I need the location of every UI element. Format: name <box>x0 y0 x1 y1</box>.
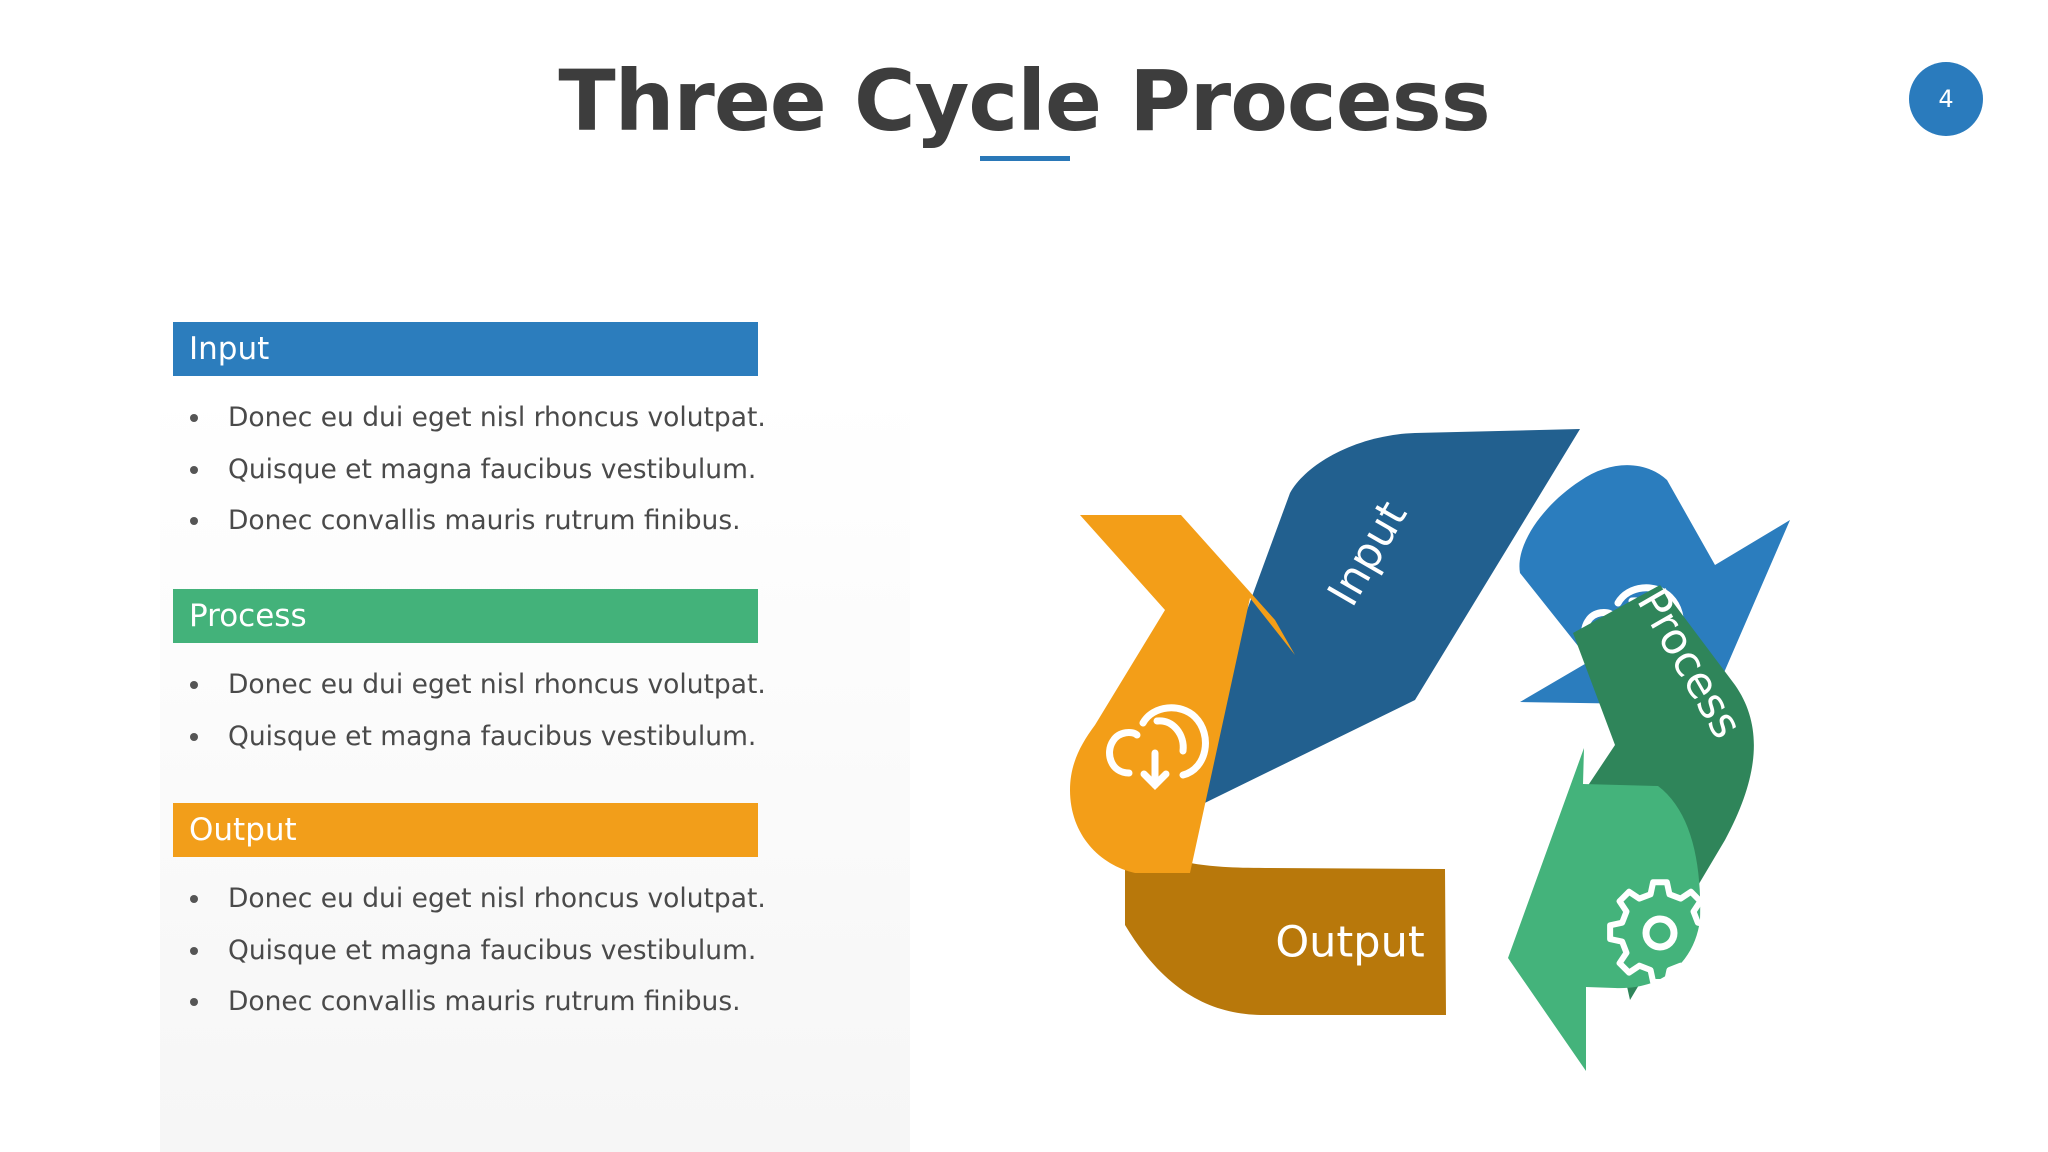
section-header-process: Process <box>173 589 758 643</box>
bullet-text: Donec eu dui eget nisl rhoncus volutpat. <box>228 669 766 700</box>
bullet-text: Donec convallis mauris rutrum finibus. <box>228 986 741 1017</box>
bullet-dot <box>190 517 198 525</box>
gear-icon <box>1607 879 1713 986</box>
cycle-segment-output: Output <box>1070 515 1446 1015</box>
list-item: Quisque et magna faucibus vestibulum. <box>173 444 758 496</box>
bullet-dot <box>190 946 198 955</box>
bullet-list-input: Donec eu dui eget nisl rhoncus volutpat.… <box>173 392 766 547</box>
cycle-band-input <box>1170 429 1580 820</box>
list-item: Donec eu dui eget nisl rhoncus volutpat. <box>173 392 766 444</box>
three-cycle-diagram: Input Process Output <box>1070 429 1790 1071</box>
bullet-list-output: Donec eu dui eget nisl rhoncus volutpat.… <box>173 873 766 1028</box>
bullet-text: Quisque et magna faucibus vestibulum. <box>228 720 757 752</box>
list-item: Donec convallis mauris rutrum finibus. <box>173 495 758 547</box>
cycle-label-output: Output <box>1275 918 1424 968</box>
section-output: Output Donec eu dui eget nisl rhoncus vo… <box>173 803 766 1028</box>
slide-title: Three Cycle Process <box>558 52 1490 150</box>
cloud-download-icon <box>1106 704 1209 790</box>
bullet-dot <box>190 895 198 903</box>
bullet-list-process: Donec eu dui eget nisl rhoncus volutpat.… <box>173 659 766 763</box>
cycle-arrow-output <box>1070 515 1295 873</box>
list-item: Quisque et magna faucibus vestibulum. <box>173 711 758 763</box>
bullet-dot <box>190 414 198 422</box>
list-item: Donec eu dui eget nisl rhoncus volutpat. <box>173 659 766 711</box>
list-item: Donec convallis mauris rutrum finibus. <box>173 976 758 1028</box>
list-item: Donec eu dui eget nisl rhoncus volutpat. <box>173 873 766 925</box>
bullet-text: Donec eu dui eget nisl rhoncus volutpat. <box>228 402 766 433</box>
bullet-text: Donec convallis mauris rutrum finibus. <box>228 505 741 536</box>
list-item: Quisque et magna faucibus vestibulum. <box>173 925 758 977</box>
cycle-band-output <box>1125 825 1446 1015</box>
page-number-badge: 4 <box>1909 62 1983 136</box>
title-underline <box>980 156 1070 161</box>
section-process: Process Donec eu dui eget nisl rhoncus v… <box>173 589 766 763</box>
section-header-input: Input <box>173 322 758 376</box>
section-input: Input Donec eu dui eget nisl rhoncus vol… <box>173 322 766 547</box>
cycle-arrow-process <box>1508 748 1701 1071</box>
bullet-text: Donec eu dui eget nisl rhoncus volutpat. <box>228 883 766 914</box>
bullet-dot <box>190 998 198 1006</box>
bullet-dot <box>190 465 198 474</box>
left-panel-background <box>160 390 910 1152</box>
section-header-output: Output <box>173 803 758 857</box>
bullet-text: Quisque et magna faucibus vestibulum. <box>228 934 757 966</box>
bullet-text: Quisque et magna faucibus vestibulum. <box>228 453 757 485</box>
bullet-dot <box>190 681 198 689</box>
bullet-dot <box>190 732 198 741</box>
